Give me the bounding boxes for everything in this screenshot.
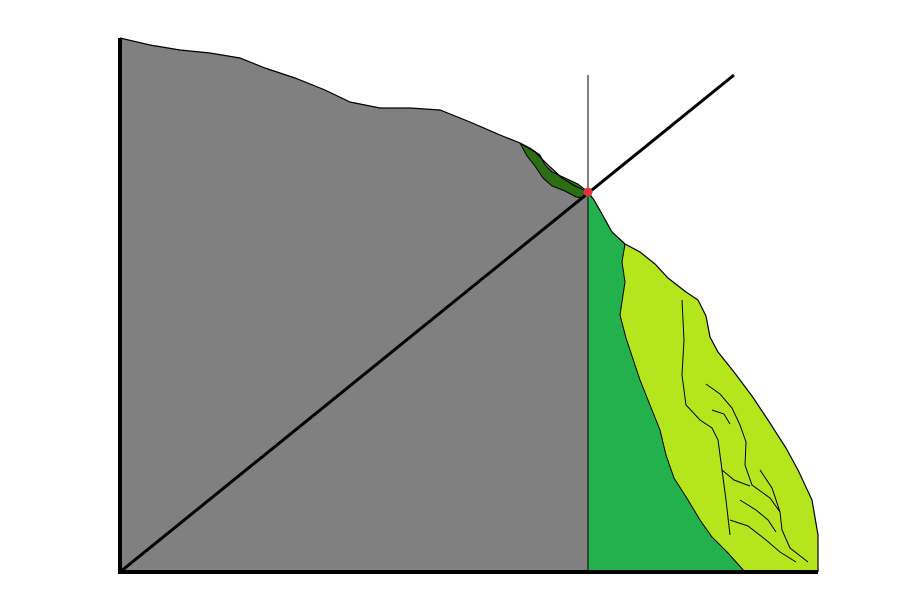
right-slope-outline	[587, 191, 819, 572]
drainage-lines	[681, 299, 809, 563]
drainage-line-branch-1	[705, 383, 809, 563]
drainage-line-branch-4	[739, 499, 777, 533]
drainage-line-branch-3	[721, 469, 751, 487]
gray-region	[120, 38, 588, 572]
drainage-line-branch-5	[729, 519, 797, 563]
drainage-line-branch-6	[759, 469, 781, 513]
upper-curve-outline	[119, 37, 589, 193]
light-green-region	[620, 244, 818, 572]
green-boundary-outline	[619, 243, 746, 573]
intersection-marker	[583, 187, 593, 197]
drainage-line-branch-2	[711, 409, 731, 425]
medium-green-region	[588, 192, 745, 572]
diagonal-line	[119, 73, 735, 574]
drainage-line-main	[681, 299, 731, 536]
